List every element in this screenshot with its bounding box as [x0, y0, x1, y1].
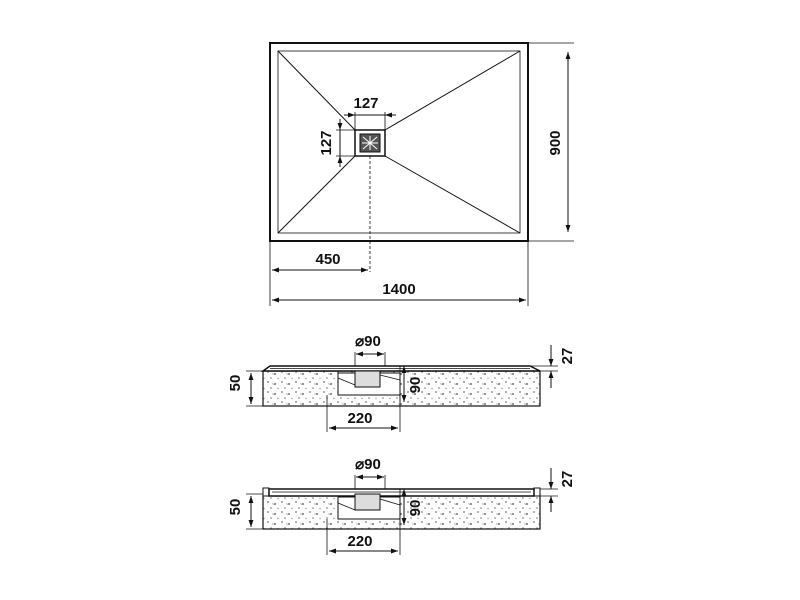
- base-block: [262, 370, 541, 407]
- slope-line: [277, 155, 356, 234]
- slope-line: [277, 50, 356, 131]
- outlet-diameter-label: ⌀90: [355, 333, 381, 350]
- tray-height-label: 27: [559, 348, 576, 365]
- base-height-label: 50: [227, 375, 244, 392]
- tray-upstand-right: [533, 487, 541, 497]
- tray-depth-label: 900: [547, 130, 564, 155]
- base-block: [262, 493, 541, 530]
- trap-length-label: 220: [347, 410, 372, 427]
- trap-body: [354, 493, 381, 511]
- slope-line: [384, 155, 521, 234]
- section-view-b: ⌀90 27 50 90 220: [227, 456, 576, 555]
- slope-line: [384, 50, 521, 131]
- top-view: 127 127 900 450 1400: [269, 42, 574, 306]
- outlet-diameter-label: ⌀90: [355, 456, 381, 473]
- tray-upstand-left: [262, 487, 270, 497]
- base-height-label: 50: [227, 499, 244, 516]
- outlet-depth-label: 90: [407, 500, 424, 517]
- trap-length-label: 220: [347, 533, 372, 550]
- tray-width-label: 1400: [382, 281, 415, 298]
- drain-offset-label: 450: [315, 251, 340, 268]
- trap-body: [354, 370, 381, 388]
- tray-height-label: 27: [559, 471, 576, 488]
- tray-outline: [269, 42, 529, 242]
- section-view-a: ⌀90 27 50 90 220: [227, 333, 576, 432]
- drain-width-label: 127: [353, 95, 378, 112]
- drain-grate-pattern: [362, 136, 378, 150]
- outlet-depth-label: 90: [407, 377, 424, 394]
- drain-height-label: 127: [318, 130, 335, 155]
- tray-inner-edge: [277, 50, 521, 234]
- tray-plate: [268, 488, 535, 497]
